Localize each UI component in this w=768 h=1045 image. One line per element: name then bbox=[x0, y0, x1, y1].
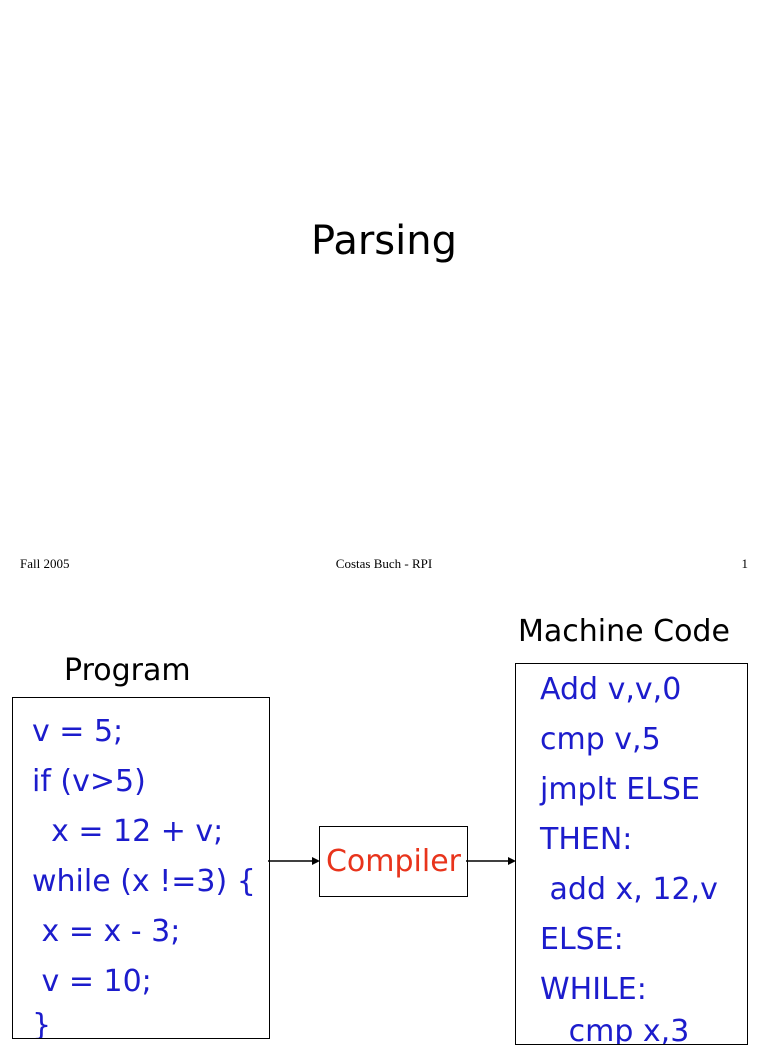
footer-page-number: 1 bbox=[741, 556, 749, 571]
program-line: x = 12 + v; bbox=[32, 814, 224, 849]
machine-code-line: add x, 12,v bbox=[540, 872, 718, 907]
machine-code-line: cmp v,5 bbox=[540, 722, 661, 757]
footer-author: Costas Buch - RPI bbox=[335, 556, 433, 571]
machine-code-line: ELSE: bbox=[540, 922, 624, 957]
compiler-box: Compiler bbox=[319, 826, 468, 897]
machine-code-line: cmp x,3 bbox=[540, 1014, 690, 1045]
program-line: x = x - 3; bbox=[32, 914, 181, 949]
machine-code-box: Add v,v,0 cmp v,5 jmplt ELSE THEN: add x… bbox=[515, 663, 748, 1045]
program-line: v = 5; bbox=[32, 714, 124, 749]
page-title: Parsing bbox=[311, 218, 457, 264]
compiler-label: Compiler bbox=[325, 844, 462, 879]
machine-code-caption: Machine Code bbox=[518, 614, 730, 649]
machine-code-line: WHILE: bbox=[540, 972, 647, 1007]
program-box: v = 5; if (v>5) x = 12 + v; while (x !=3… bbox=[12, 697, 270, 1039]
program-line: if (v>5) bbox=[32, 764, 146, 799]
program-line: while (x !=3) { bbox=[32, 864, 256, 899]
compiler-to-machine-arrow bbox=[466, 857, 516, 865]
machine-code-line: jmplt ELSE bbox=[540, 772, 700, 807]
program-to-compiler-arrow bbox=[268, 857, 320, 865]
program-line: v = 10; bbox=[32, 964, 152, 999]
program-line: } bbox=[32, 1008, 52, 1039]
program-caption: Program bbox=[64, 653, 191, 688]
machine-code-line: Add v,v,0 bbox=[540, 672, 682, 707]
footer-date: Fall 2005 bbox=[20, 556, 70, 571]
machine-code-line: THEN: bbox=[540, 822, 633, 857]
